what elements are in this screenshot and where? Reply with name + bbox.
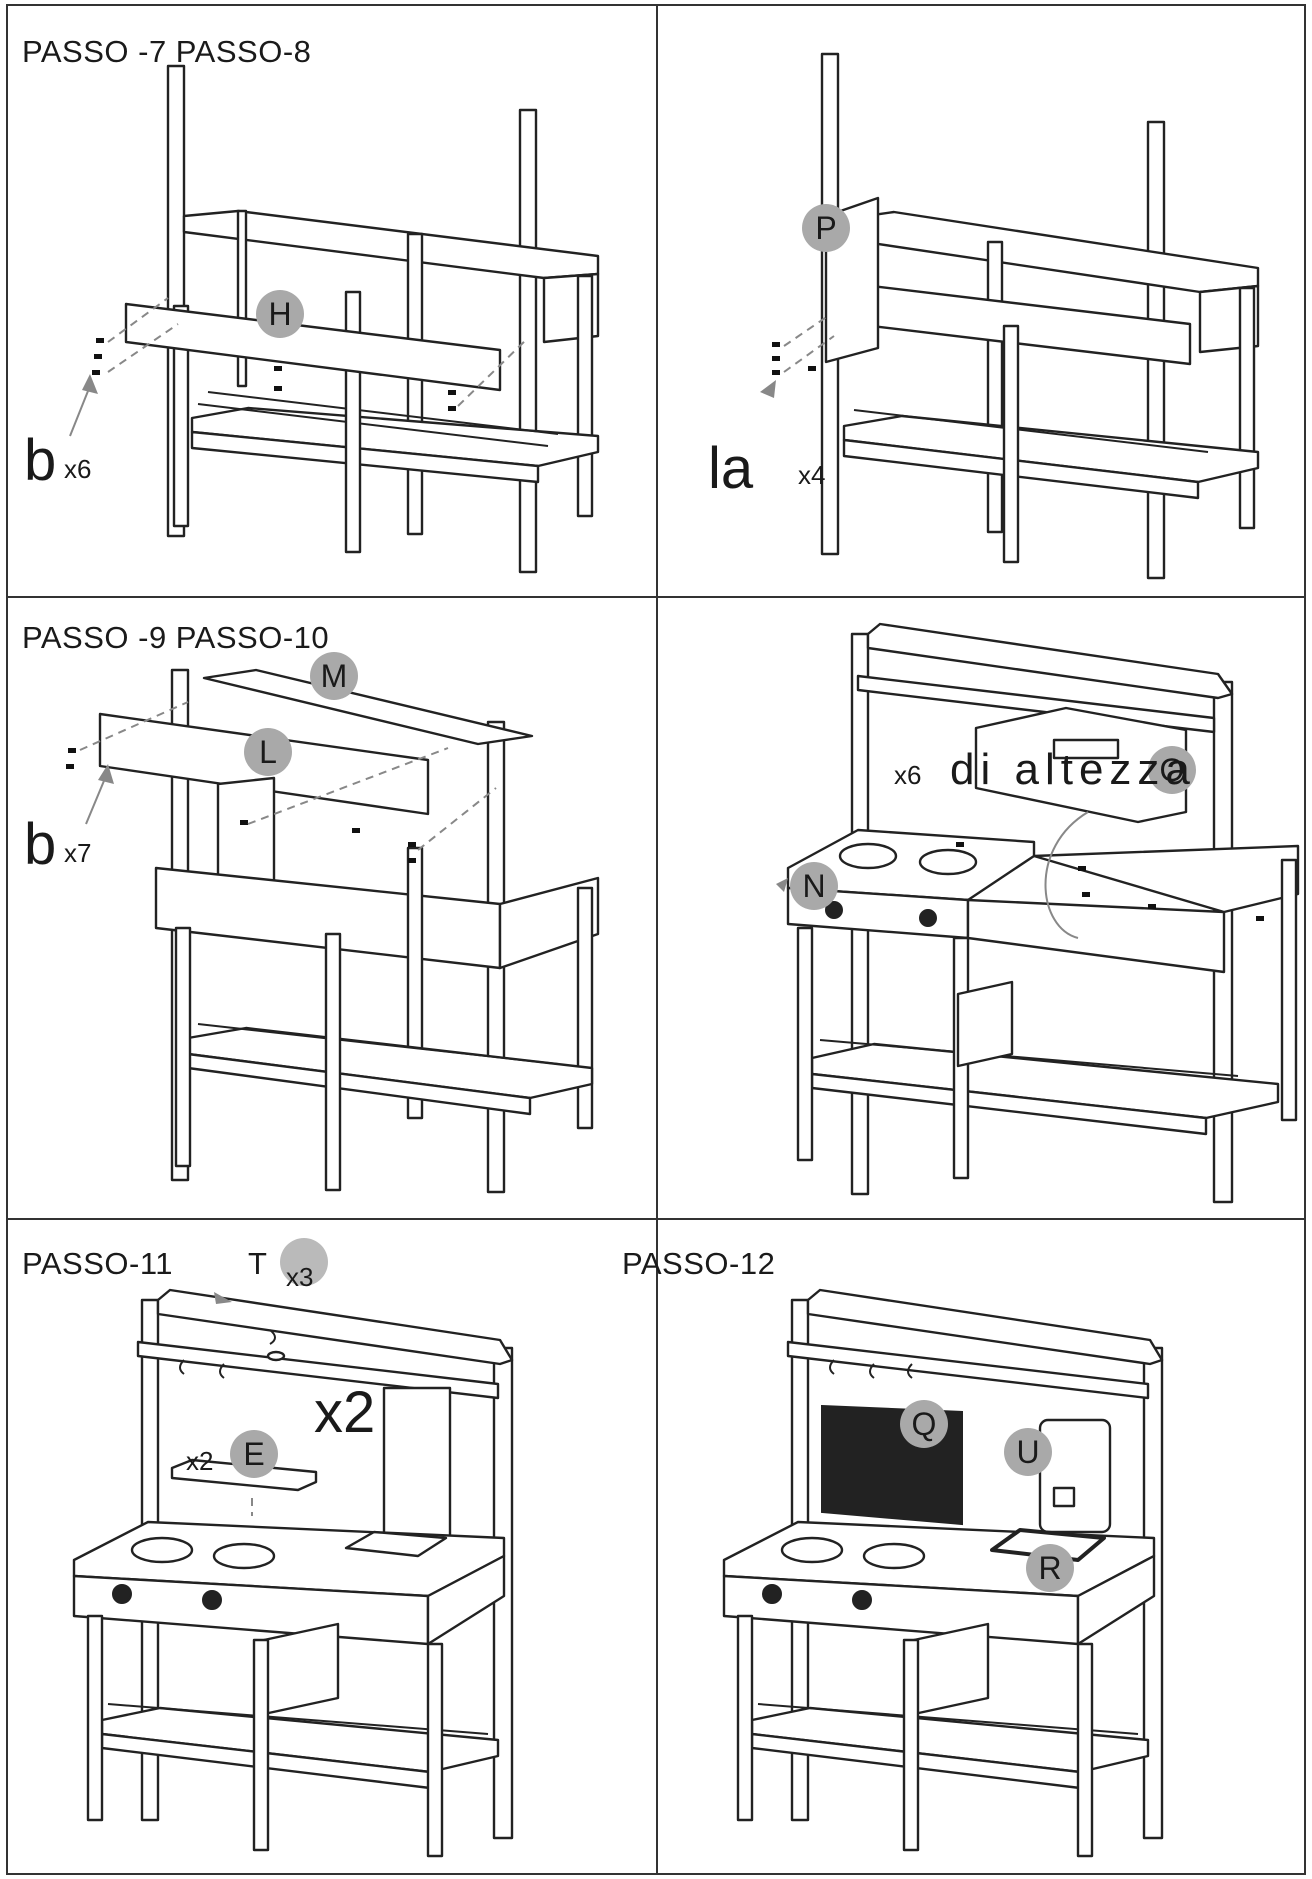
panel-step-11: PASSO-11 T x3 x2 E x2	[8, 1220, 656, 1872]
assembly-drawing-step-7-8	[69, 64, 600, 574]
row-divider-1	[6, 596, 1306, 598]
part-badge-Q: Q	[900, 1400, 948, 1448]
hook-letter: T	[248, 1246, 268, 1281]
panel-step-7-8: PASSO -7 PASSO-8 H b x6	[8, 6, 656, 596]
step-title: PASSO -7 PASSO-8	[22, 34, 312, 69]
part-badge-E: E	[230, 1430, 278, 1478]
part-badge-P: P	[802, 204, 850, 252]
part-badge-N: N	[790, 862, 838, 910]
fastener-letter: b	[24, 812, 57, 877]
panel-step-8-side: P la x4	[658, 6, 1306, 596]
part-badge-E-label: E	[243, 1436, 265, 1472]
panel-stove-sink: N O x6 di altezza	[658, 598, 1306, 1218]
part-badge-O: O	[1148, 746, 1196, 794]
hook-badge	[280, 1238, 328, 1286]
part-badge-M: M	[310, 652, 358, 700]
fastener-letters: la	[708, 436, 754, 501]
board-qty: x2	[314, 1380, 376, 1445]
row-divider-2	[6, 1218, 1306, 1220]
fastener-qty: x6	[64, 454, 92, 484]
part-badge-R: R	[1026, 1544, 1074, 1592]
step-title: PASSO-12	[622, 1246, 776, 1281]
part-badge-L: L	[244, 728, 292, 776]
fastener-letter: b	[24, 428, 57, 493]
fastener-qty: x4	[798, 460, 826, 490]
column-divider	[656, 4, 658, 1875]
step-title: PASSO -9 PASSO-10	[22, 620, 330, 655]
assembly-drawing-side-panel	[760, 52, 1260, 580]
part-qty: x2	[186, 1446, 214, 1476]
panel-step-9-10: PASSO -9 PASSO-10 M L b x7	[8, 598, 656, 1218]
panel-step-12: PASSO-12 Q U R	[622, 1220, 1306, 1872]
part-badge-U: U	[1004, 1428, 1052, 1476]
part-badge-H: H	[256, 290, 304, 338]
assembly-drawing-stove-sink	[776, 622, 1300, 1204]
height-note: di altezza	[950, 745, 1196, 794]
fastener-qty: x6	[894, 760, 922, 790]
assembly-drawing-step-11	[72, 1288, 514, 1858]
assembly-drawing-step-9-10	[66, 668, 600, 1194]
fastener-qty: x7	[64, 838, 92, 868]
step-title: PASSO-11	[22, 1246, 174, 1281]
hook-qty: x3	[286, 1262, 314, 1292]
assembly-drawing-step-12	[722, 1288, 1164, 1858]
